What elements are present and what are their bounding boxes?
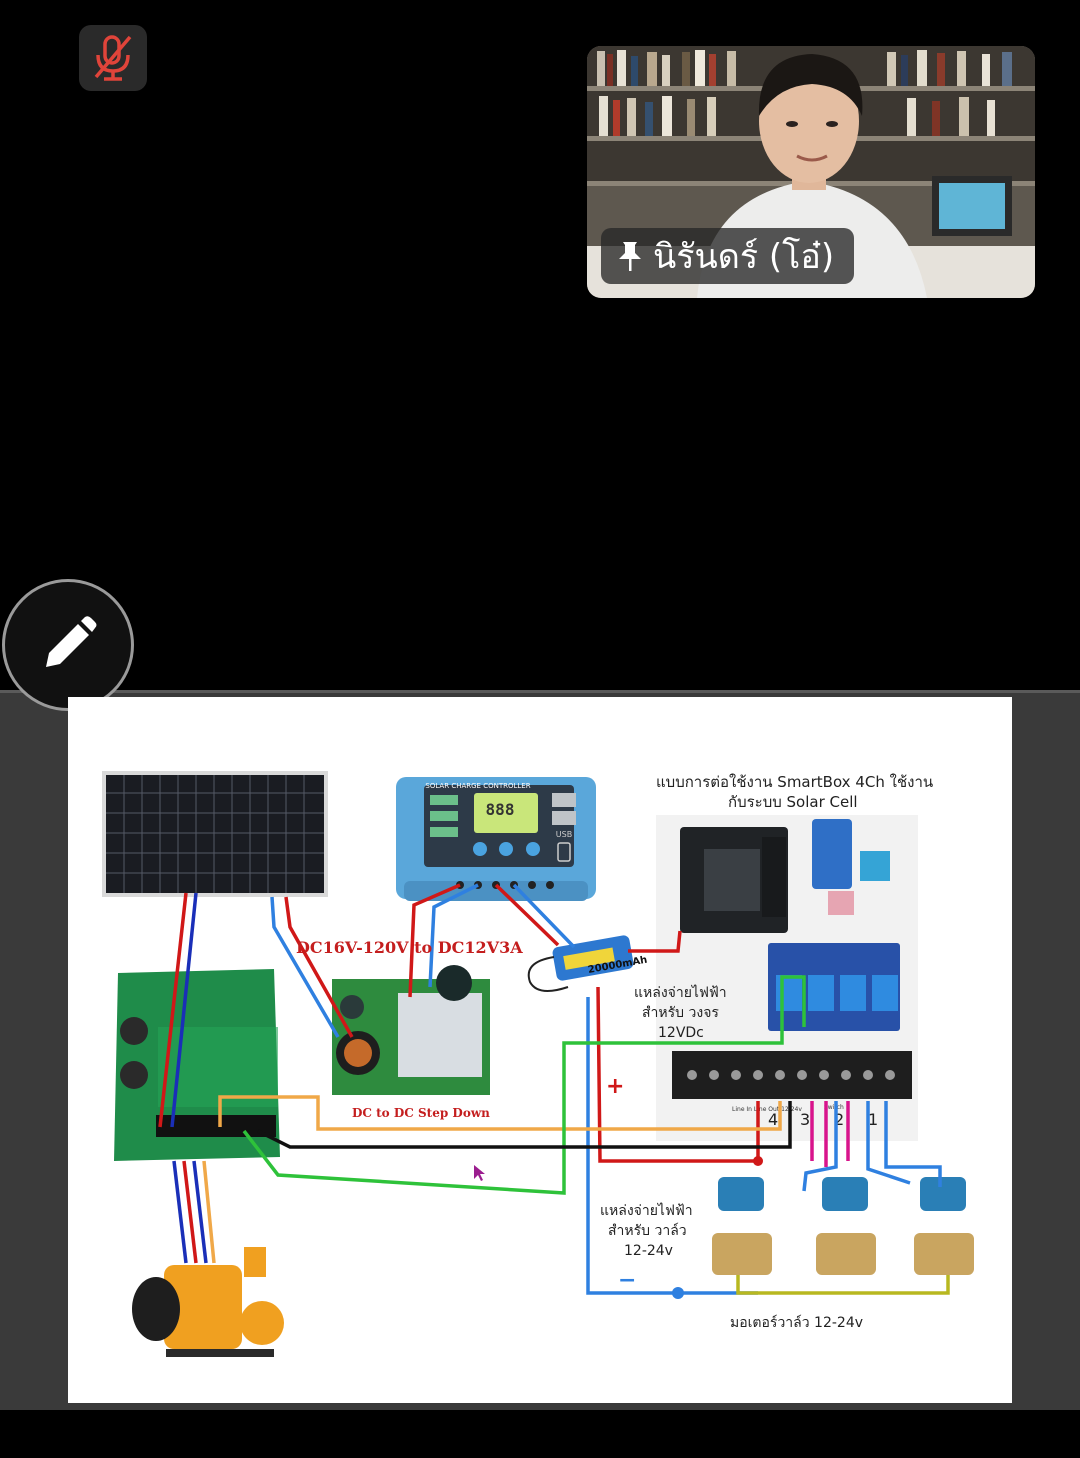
minus-sign: − xyxy=(618,1268,636,1293)
circuit-supply-line3: 12VDc xyxy=(658,1025,704,1041)
pencil-icon xyxy=(46,616,97,667)
wiring-diagram: SOLAR CHARGE CONTROLLER 888 USB 20000mAh… xyxy=(102,771,974,1357)
wires xyxy=(158,883,950,1295)
participant-name-chip: นิรันดร์ (โอ๋) xyxy=(601,228,855,284)
circuit-supply-line1: แหล่งจ่ายไฟฟ้า xyxy=(634,984,727,1001)
controller-display: 888 xyxy=(486,800,515,819)
valve-motor-label: มอเตอร์วาล์ว 12-24v xyxy=(730,1314,863,1331)
participant-video-tile[interactable]: นิรันดร์ (โอ๋) xyxy=(587,46,1035,298)
step-down-module-image xyxy=(332,965,490,1095)
controller-usb-label: USB xyxy=(556,830,572,839)
terminal-text: Line In Line Out 12/24v xyxy=(732,1106,802,1113)
valve-supply-line1: แหล่งจ่ายไฟฟ้า xyxy=(600,1202,693,1219)
valve-1-image xyxy=(712,1177,772,1275)
bottom-bar xyxy=(0,1410,1080,1458)
plus-sign: + xyxy=(606,1074,624,1099)
terminal-number-1: 1 xyxy=(868,1110,878,1129)
shared-slide: SOLAR CHARGE CONTROLLER 888 USB 20000mAh… xyxy=(68,697,1012,1403)
terminal-number-2: 2 xyxy=(834,1110,844,1129)
diagram-title-line2: กับระบบ Solar Cell xyxy=(728,793,858,811)
share-divider xyxy=(0,690,1080,693)
controller-label: SOLAR CHARGE CONTROLLER xyxy=(425,782,530,790)
participant-name: นิรันดร์ (โอ๋) xyxy=(653,237,835,277)
red-junction xyxy=(753,1156,763,1166)
terminal-number-3: 3 xyxy=(800,1110,810,1129)
mic-off-icon xyxy=(94,35,132,81)
blue-junction xyxy=(672,1287,684,1299)
charge-controller-image: SOLAR CHARGE CONTROLLER 888 USB xyxy=(396,777,596,901)
solar-panel-image xyxy=(102,771,328,897)
valve-2-image xyxy=(816,1177,876,1275)
diagram-title-line1: แบบการต่อใช้งาน SmartBox 4Ch ใช้งาน xyxy=(656,773,933,791)
valve-supply-line2: สำหรับ วาล์ว xyxy=(608,1222,687,1239)
switch-label: Switch xyxy=(824,1104,844,1111)
water-pump-image xyxy=(132,1247,284,1357)
cursor-icon xyxy=(474,1165,485,1181)
annotate-button[interactable] xyxy=(2,579,134,711)
step-down-label: DC to DC Step Down xyxy=(352,1106,490,1120)
valve-supply-line3: 12-24v xyxy=(624,1243,673,1259)
pump-controller-board-image xyxy=(114,969,280,1161)
dc-range-label: DC16V-120V to DC12V3A xyxy=(296,938,523,957)
valve-3-image xyxy=(914,1177,974,1275)
pin-icon xyxy=(619,242,641,271)
terminal-number-4: 4 xyxy=(768,1110,778,1129)
battery-pack-image: 20000mAh xyxy=(527,935,648,992)
circuit-supply-line2: สำหรับ วงจร xyxy=(642,1005,719,1021)
mute-button[interactable] xyxy=(79,25,147,91)
